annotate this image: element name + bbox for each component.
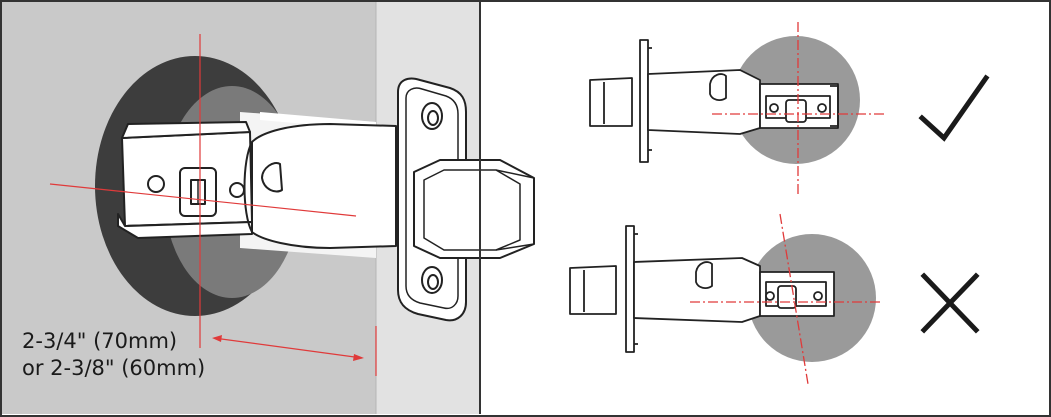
backset-line-1: 2-3/4" (70mm) <box>22 329 178 353</box>
vertical-guide-incorrect <box>779 213 809 385</box>
x-mark-icon <box>920 272 980 334</box>
latch-body <box>117 121 397 249</box>
backset-dimension-arrow <box>212 335 364 361</box>
incorrect-alignment-example <box>569 213 980 385</box>
alignment-guide-lines <box>49 34 377 376</box>
check-mark-icon <box>918 74 990 142</box>
backset-line-2: or 2-3/8" (60mm) <box>22 356 206 380</box>
backset-dimension-label: 2-3/4" (70mm) or 2-3/8" (60mm) <box>22 328 205 382</box>
deadbolt-bolt <box>413 159 535 259</box>
correct-alignment-example <box>589 22 990 196</box>
left-panel-door-cutaway <box>2 2 535 414</box>
horizontal-center-line <box>49 183 357 217</box>
